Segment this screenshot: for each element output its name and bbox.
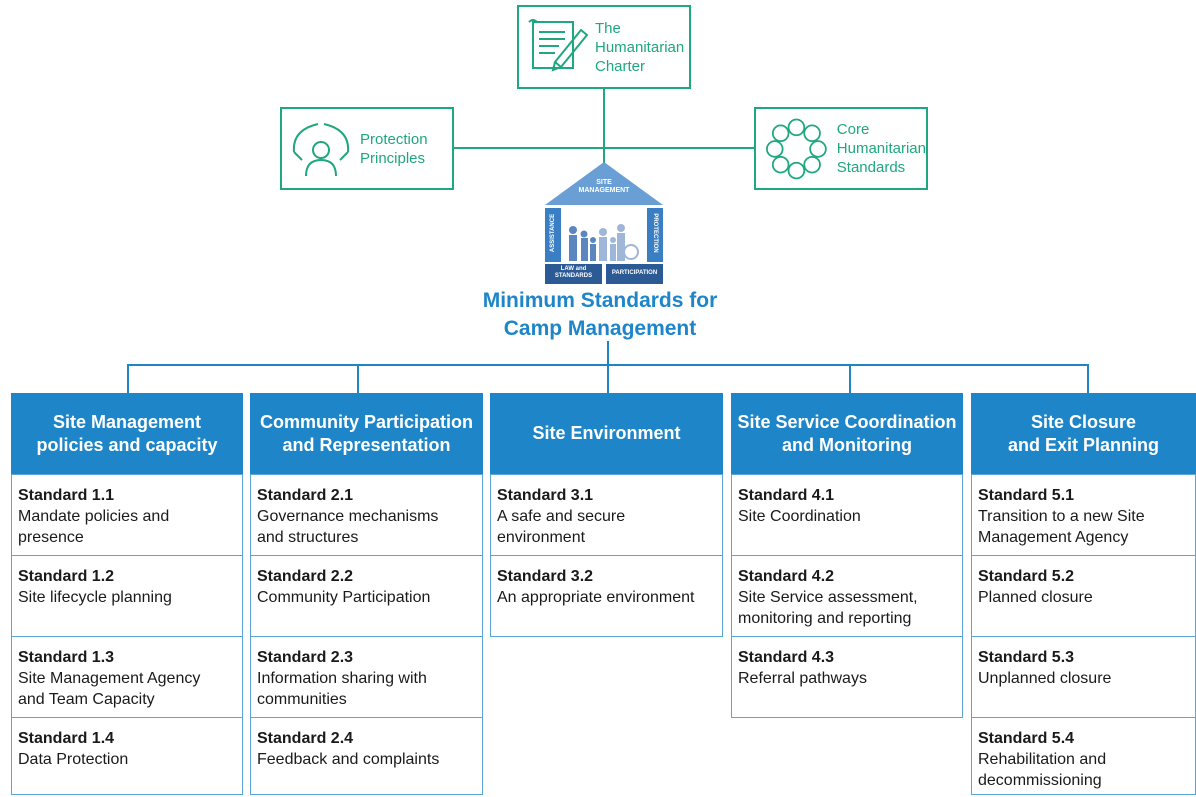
standard-name: Planned closure [978,589,1093,606]
standard-name: Information sharing with communities [257,670,427,708]
standard-id: Standard 1.4 [18,730,115,747]
standard-name: Rehabilitation and decommissioning [978,751,1107,789]
house-base-left-label: LAW and STANDARDS [554,266,593,279]
standard-id: Standard 4.1 [738,487,835,504]
humanitarian-charter-box: The Humanitarian Charter [517,5,691,89]
standard-id: Standard 4.3 [738,649,835,666]
house-right-pillar-label: PROTECTION [652,213,658,253]
standard-id: Standard 1.1 [18,487,115,504]
standard-id: Standard 5.1 [978,487,1075,504]
connector-col-1 [127,364,129,393]
house-icon [545,162,663,284]
circle-ring-icon [766,118,827,179]
standard-name: An appropriate environment [497,589,695,606]
standard-name: Mandate policies and presence [18,508,170,546]
protecting-hands-icon [292,122,350,176]
house-left-pillar-label: ASSISTANCE [550,213,556,253]
column-header: Community Participation and Representati… [250,393,483,474]
core-humanitarian-standards-box: Core Humanitarian Standards [754,107,928,190]
standard-id: Standard 1.2 [18,568,115,585]
site-management-house-logo: SITE MANAGEMENT ASSISTANCE PROTECTION LA… [543,160,665,286]
standard-id: Standard 2.1 [257,487,354,504]
standard-id: Standard 5.4 [978,730,1075,747]
column-header: Site Closure and Exit Planning [971,393,1196,474]
standard-id: Standard 3.1 [497,487,594,504]
connector-col-3 [607,364,609,393]
standard-name: Transition to a new Site Management Agen… [978,508,1145,546]
connector-title-down [607,341,609,365]
standard-name: Site Management Agency and Team Capacity [18,670,201,708]
connector-col-2 [357,364,359,393]
connector-charter-down [603,88,605,176]
protection-principles-box: Protection Principles [280,107,454,190]
standard-item: Standard 3.1 A safe and secure environmen… [490,474,723,556]
standard-id: Standard 2.3 [257,649,354,666]
standard-name: Community Participation [257,589,431,606]
connector-horizontal-top [453,147,755,149]
standard-name: Feedback and complaints [257,751,440,768]
standard-name: Site Coordination [738,508,861,525]
standard-id: Standard 5.3 [978,649,1075,666]
charter-label: The Humanitarian Charter [595,19,685,75]
core-label: Core Humanitarian Standards [836,121,926,176]
standard-id: Standard 2.4 [257,730,354,747]
standard-name: Site Service assessment, monitoring and … [738,589,918,627]
column-header: Site Management policies and capacity [11,393,243,474]
standard-id: Standard 1.3 [18,649,115,666]
document-pen-icon [528,19,589,72]
protection-label: Protection Principles [360,130,428,167]
main-title: Minimum Standards for Camp Management [482,289,718,340]
standard-id: Standard 5.2 [978,568,1075,585]
standard-name: Governance mechanisms and structures [257,508,439,546]
standard-name: Referral pathways [738,670,867,687]
standard-name: Unplanned closure [978,670,1112,687]
standard-id: Standard 3.2 [497,568,594,585]
connector-col-5 [1087,364,1089,393]
house-base-right-label: PARTICIPATION [611,270,658,276]
standard-name: A safe and secure environment [497,508,626,546]
house-roof-label: SITE MANAGEMENT [578,179,630,194]
column-header: Site Service Coordination and Monitoring [731,393,963,474]
column-header: Site Environment [490,393,723,474]
connector-col-4 [849,364,851,393]
standard-name: Site lifecycle planning [18,589,172,606]
standard-item: Standard 3.2 An appropriate environment [490,555,723,637]
standard-id: Standard 4.2 [738,568,835,585]
standard-id: Standard 2.2 [257,568,354,585]
standard-name: Data Protection [18,751,129,768]
